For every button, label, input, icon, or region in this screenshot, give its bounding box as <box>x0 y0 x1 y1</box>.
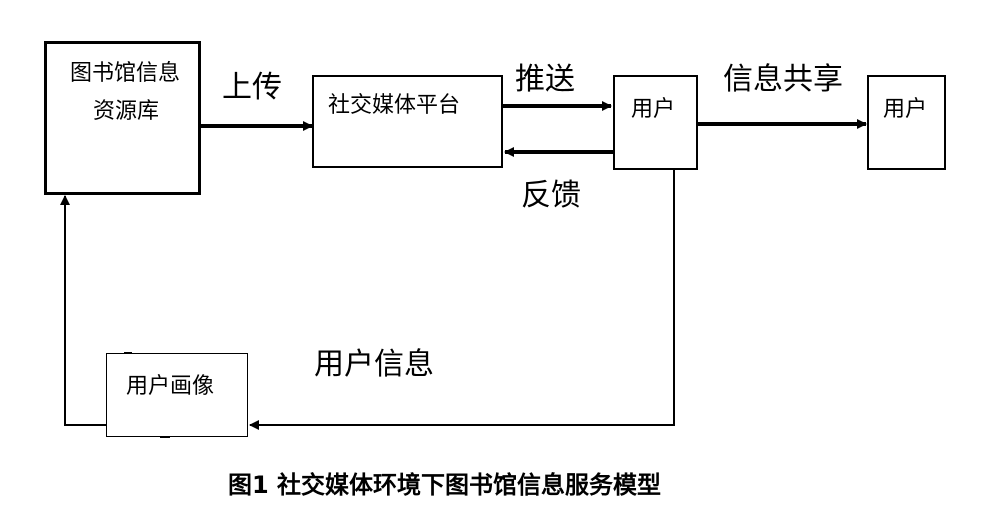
user-info-label: 用户信息 <box>314 347 434 382</box>
user-box-primary: 用户 <box>613 75 698 170</box>
profile-feedback-arrow <box>60 195 106 426</box>
user-profile-label: 用户画像 <box>126 374 215 399</box>
social-media-platform-box: 社交媒体平台 <box>312 75 503 168</box>
push-label: 推送 <box>515 62 575 97</box>
share-label: 信息共享 <box>723 62 843 97</box>
social-media-platform-label: 社交媒体平台 <box>328 93 461 118</box>
user-box-secondary: 用户 <box>867 75 946 170</box>
library-resource-label-line1: 图书馆信息 <box>70 61 181 86</box>
library-resource-label-line2: 资源库 <box>93 99 160 124</box>
user-box-secondary-label: 用户 <box>883 97 928 122</box>
upload-label: 上传 <box>222 70 282 105</box>
user-box-primary-label: 用户 <box>631 97 676 122</box>
feedback-label: 反馈 <box>521 178 581 213</box>
user-info-arrow <box>249 170 675 430</box>
user-profile-box: 用户画像 <box>106 353 248 437</box>
figure-caption: 图1 社交媒体环境下图书馆信息服务模型 <box>228 471 662 499</box>
library-resource-box: 图书馆信息 资源库 <box>44 41 201 195</box>
